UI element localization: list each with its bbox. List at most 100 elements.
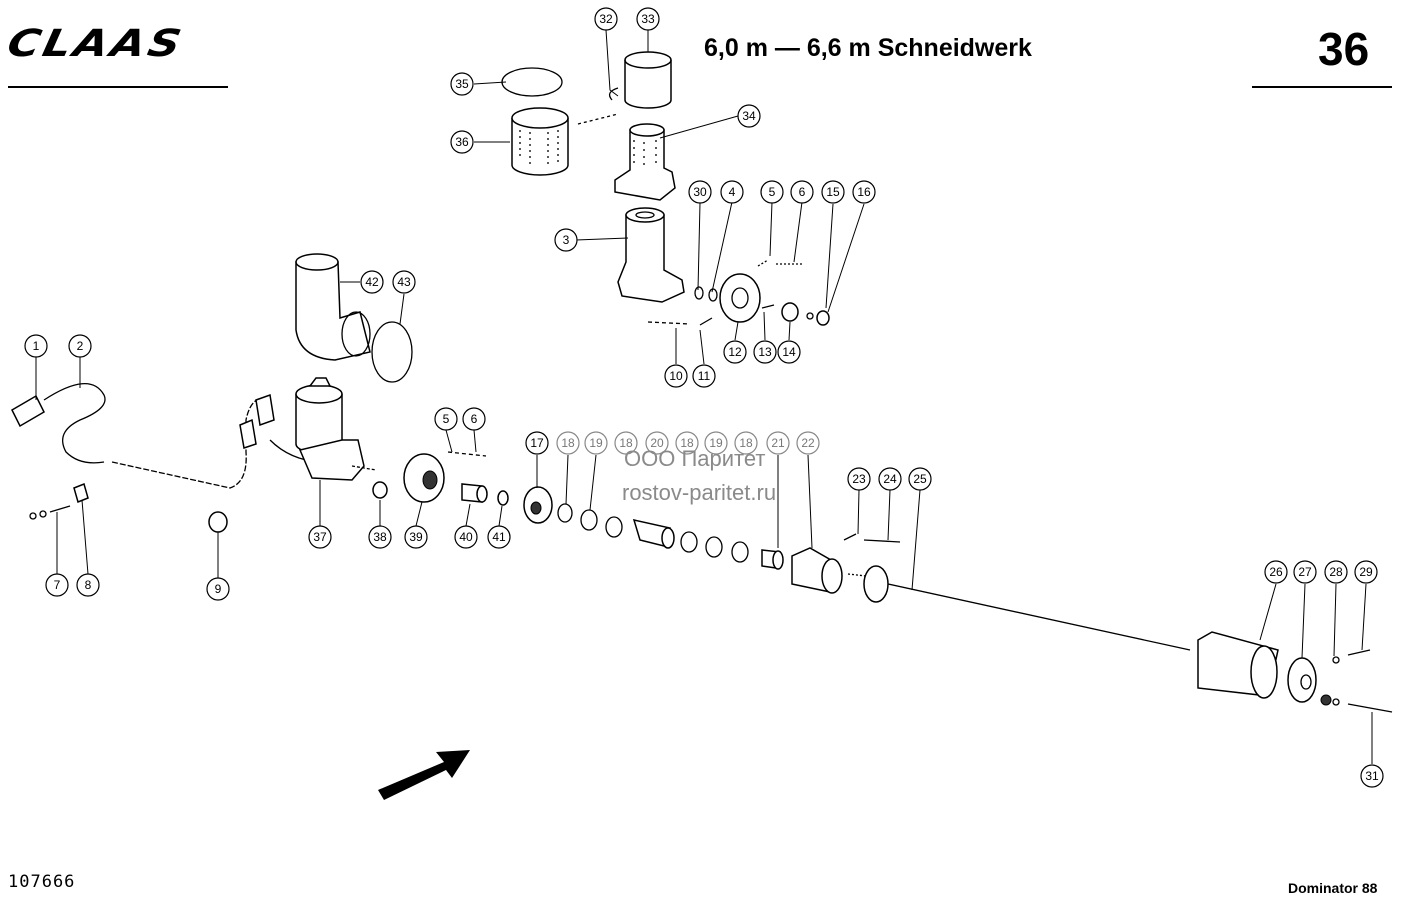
model-name: Dominator 88 xyxy=(1288,880,1378,896)
callout-1: 1 xyxy=(24,334,48,358)
elbow-hose-drawing xyxy=(295,253,371,361)
callout-19b: 19 xyxy=(704,431,728,455)
svg-text:25: 25 xyxy=(913,472,927,486)
svg-text:6: 6 xyxy=(799,185,806,199)
callout-31: 31 xyxy=(1360,764,1384,788)
watermark-company: ООО Паритет xyxy=(624,446,766,471)
header-rule-left xyxy=(8,86,228,88)
callout-10: 10 xyxy=(664,364,688,388)
callout-23: 23 xyxy=(847,467,871,491)
callout-39: 39 xyxy=(404,525,428,549)
callout-18a: 18 xyxy=(556,431,580,455)
svg-text:32: 32 xyxy=(599,12,613,26)
callout-2: 2 xyxy=(68,334,92,358)
page-title: 6,0 m — 6,6 m Schneidwerk xyxy=(704,34,1032,62)
svg-text:37: 37 xyxy=(313,530,327,544)
direction-arrow xyxy=(378,750,470,800)
callout-42: 42 xyxy=(360,270,384,294)
hardware-28-29-31-drawing xyxy=(1320,649,1393,713)
callout-30: 30 xyxy=(688,180,712,204)
shaft-drawing xyxy=(847,565,1191,651)
hose-clamp-drawing xyxy=(371,321,413,383)
callout-6: 6 xyxy=(790,180,814,204)
callout-7: 7 xyxy=(45,573,69,597)
svg-text:36: 36 xyxy=(455,135,469,149)
svg-text:34: 34 xyxy=(742,109,756,123)
svg-text:23: 23 xyxy=(852,472,866,486)
valve-housing-drawing xyxy=(614,123,676,201)
svg-text:5: 5 xyxy=(769,185,776,199)
callout-34: 34 xyxy=(737,104,761,128)
svg-text:18: 18 xyxy=(561,436,575,450)
needle-bearing-drawing xyxy=(461,483,488,503)
drum-drawing xyxy=(1197,631,1279,699)
end-cap-drawing xyxy=(1287,657,1317,703)
coil-drawing xyxy=(577,51,672,125)
svg-text:5: 5 xyxy=(443,412,450,426)
callout-40: 40 xyxy=(454,525,478,549)
callout-18d: 18 xyxy=(734,431,758,455)
callout-26: 26 xyxy=(1264,560,1288,584)
callout-20: 20 xyxy=(645,431,669,455)
svg-text:13: 13 xyxy=(758,345,772,359)
header-rule-right xyxy=(1252,86,1392,88)
callout-25: 25 xyxy=(908,467,932,491)
svg-text:8: 8 xyxy=(85,578,92,592)
callout-22: 22 xyxy=(796,431,820,455)
flange-plate-17-drawing xyxy=(523,486,553,524)
filter-cylinder-drawing xyxy=(511,107,569,176)
hardware-7-8-drawing xyxy=(29,482,89,520)
callout-18b: 18 xyxy=(614,431,638,455)
document-id: 107666 xyxy=(8,872,76,892)
svg-text:35: 35 xyxy=(455,77,469,91)
svg-text:22: 22 xyxy=(801,436,815,450)
callout-3: 3 xyxy=(554,228,578,252)
svg-text:9: 9 xyxy=(215,582,222,596)
callout-33: 33 xyxy=(636,7,660,31)
callout-5: 5 xyxy=(760,180,784,204)
flange-12-drawing xyxy=(694,273,761,323)
svg-text:17: 17 xyxy=(530,436,544,450)
callout-28: 28 xyxy=(1324,560,1348,584)
svg-text:19: 19 xyxy=(589,436,603,450)
nut-41-drawing xyxy=(497,490,509,506)
svg-text:2: 2 xyxy=(77,339,84,353)
bushing-38-drawing xyxy=(372,481,388,499)
callout-6b: 6 xyxy=(462,407,486,431)
svg-text:29: 29 xyxy=(1359,565,1373,579)
svg-text:4: 4 xyxy=(729,185,736,199)
callout-15: 15 xyxy=(821,180,845,204)
svg-text:24: 24 xyxy=(883,472,897,486)
valve-lower-drawing xyxy=(617,207,685,303)
svg-text:40: 40 xyxy=(459,530,473,544)
callout-36: 36 xyxy=(450,130,474,154)
callout-32: 32 xyxy=(594,7,618,31)
svg-text:42: 42 xyxy=(365,275,379,289)
callout-12: 12 xyxy=(723,340,747,364)
callout-43: 43 xyxy=(392,270,416,294)
callout-38: 38 xyxy=(368,525,392,549)
svg-text:3: 3 xyxy=(563,233,570,247)
svg-text:1: 1 xyxy=(33,339,40,353)
callout-29: 29 xyxy=(1354,560,1378,584)
svg-text:39: 39 xyxy=(409,530,423,544)
svg-text:30: 30 xyxy=(693,185,707,199)
callout-14: 14 xyxy=(777,340,801,364)
svg-text:10: 10 xyxy=(669,369,683,383)
svg-text:15: 15 xyxy=(826,185,840,199)
callout-11: 11 xyxy=(692,364,716,388)
callout-13: 13 xyxy=(753,340,777,364)
svg-text:14: 14 xyxy=(782,345,796,359)
grommet-drawing xyxy=(208,511,228,533)
svg-text:18: 18 xyxy=(680,436,694,450)
svg-text:43: 43 xyxy=(397,275,411,289)
small-hardware-upper xyxy=(647,259,830,326)
flange-disc-39-drawing xyxy=(403,451,487,503)
svg-text:12: 12 xyxy=(728,345,742,359)
bushing-20-drawing xyxy=(632,518,675,549)
svg-text:16: 16 xyxy=(857,185,871,199)
sleeve-21-drawing xyxy=(761,549,784,570)
svg-text:33: 33 xyxy=(641,12,655,26)
svg-text:28: 28 xyxy=(1329,565,1343,579)
